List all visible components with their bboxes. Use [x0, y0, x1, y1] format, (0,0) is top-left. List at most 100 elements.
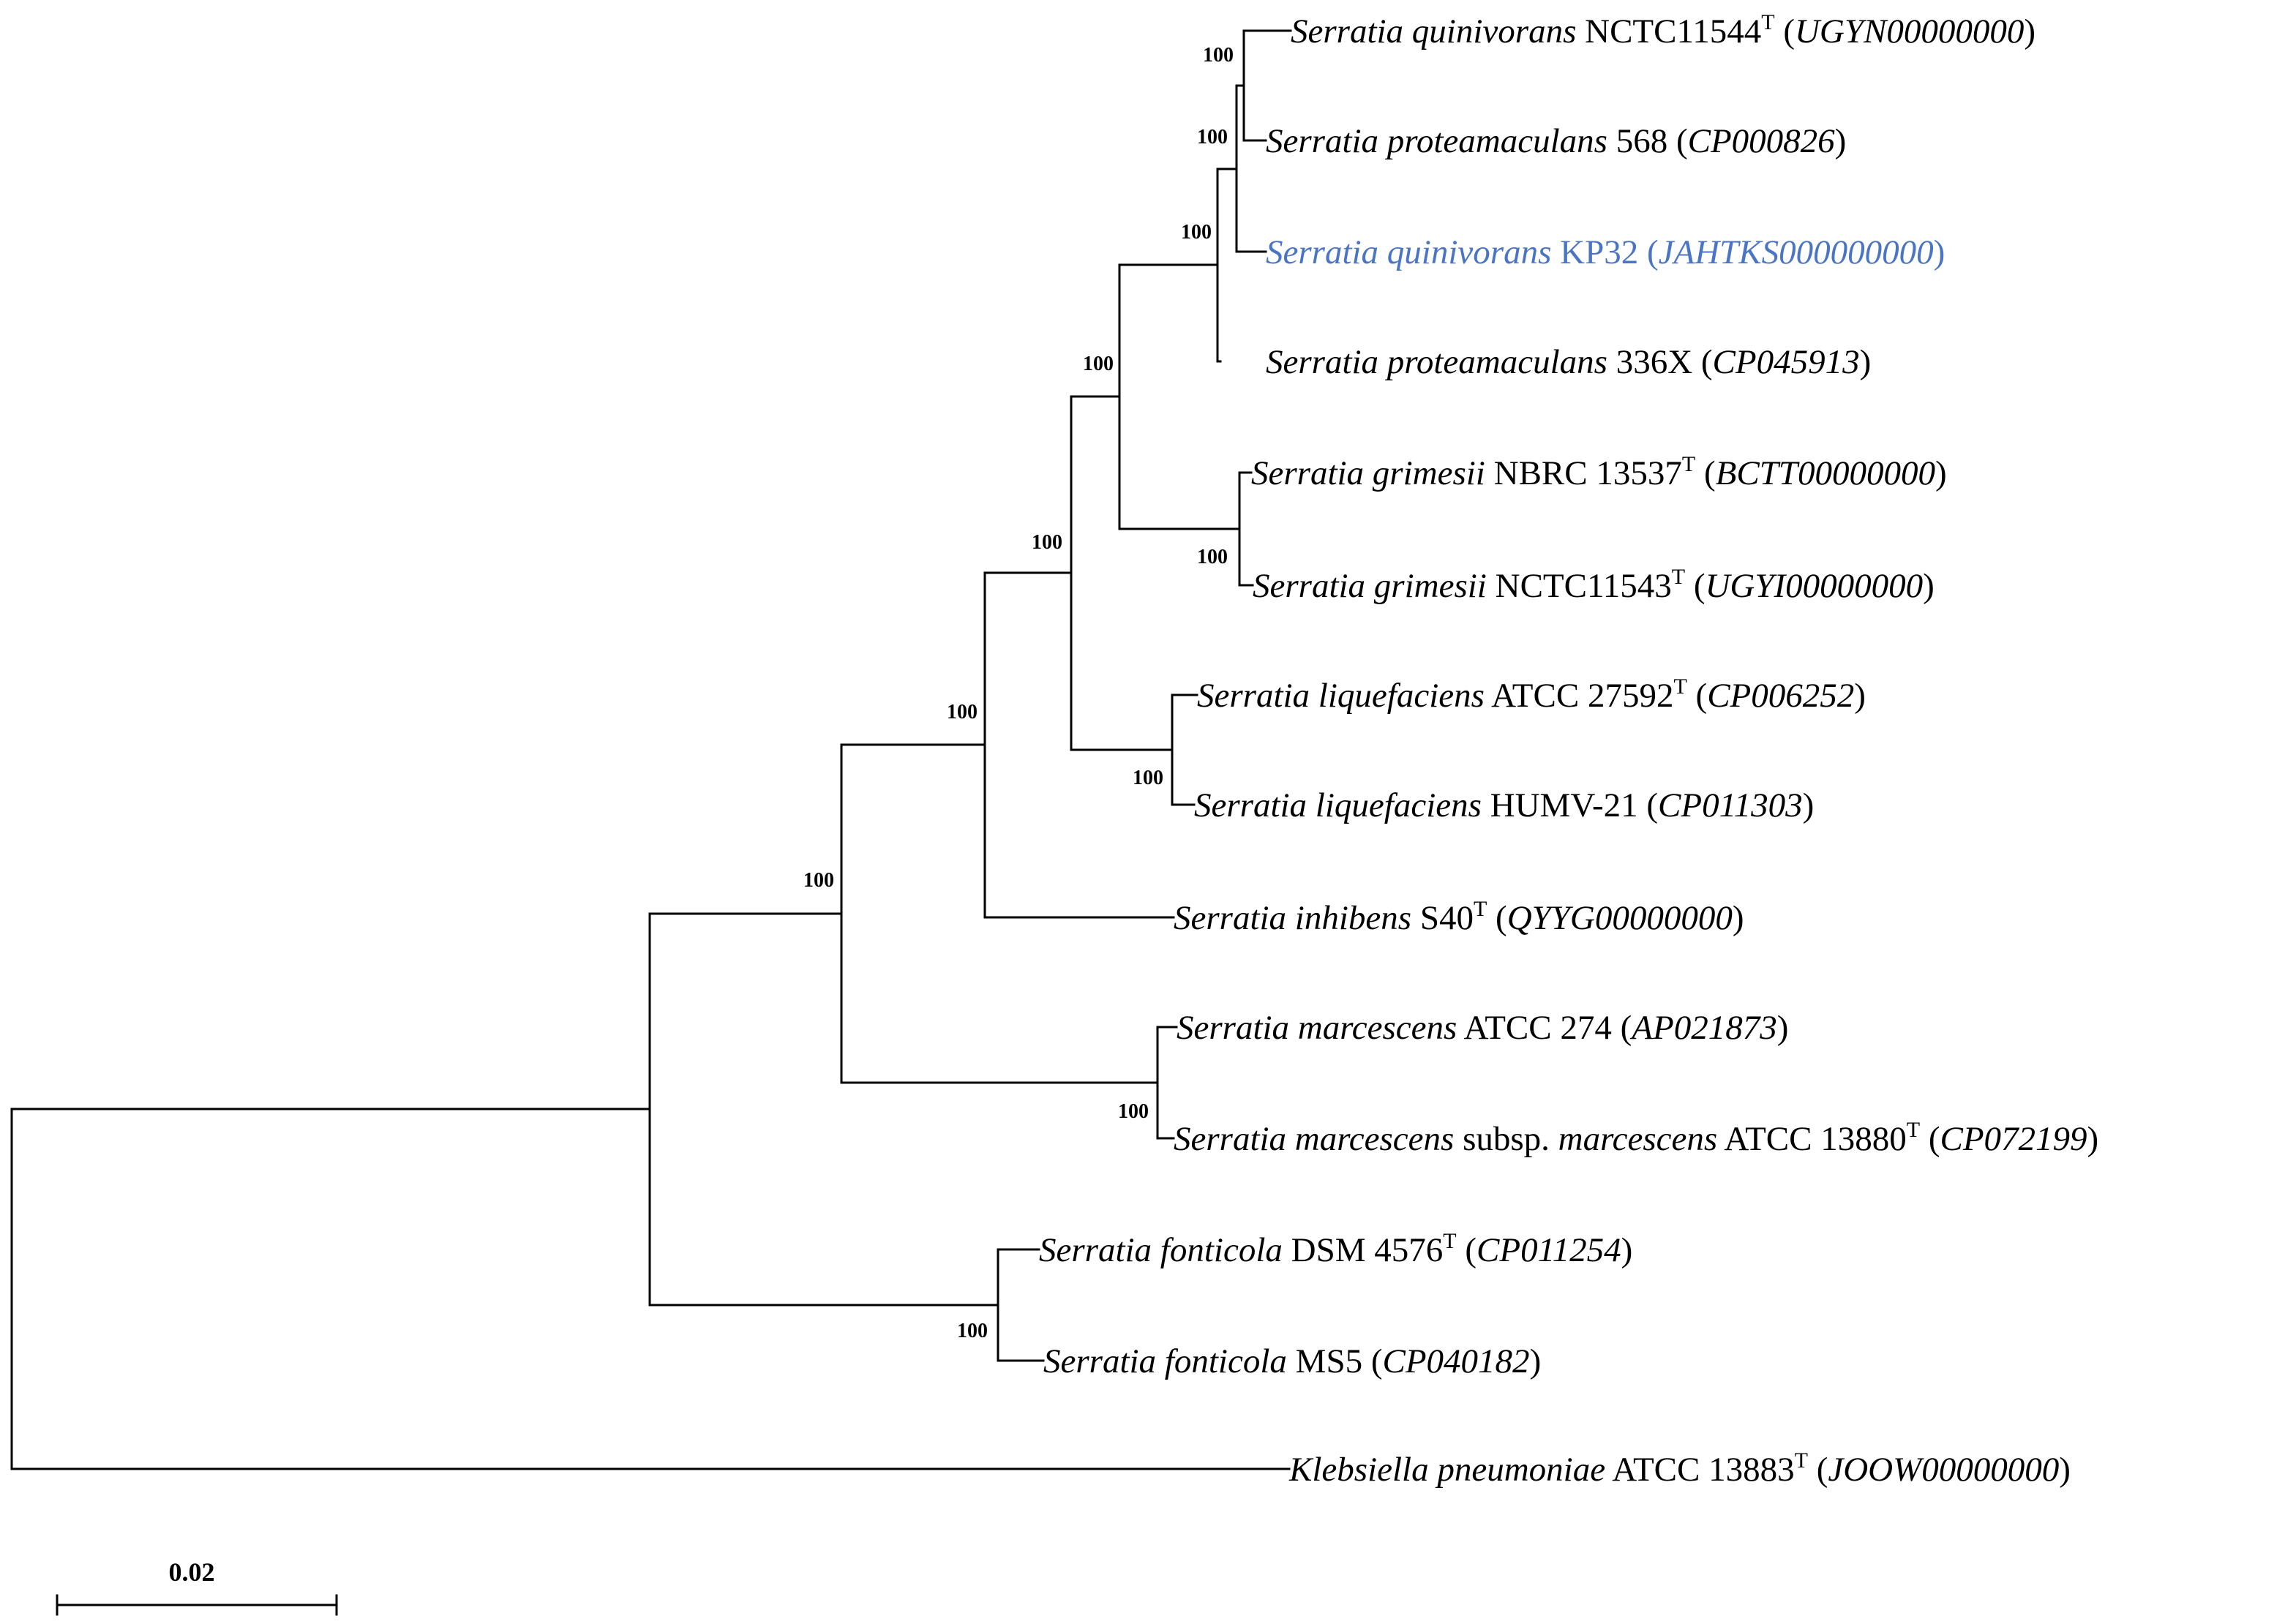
taxon-label-squ-nctc: Serratia quinivorans NCTC11544T (UGYN000…	[1291, 10, 2036, 50]
strain-id: 336X	[1607, 343, 1692, 381]
accession-close: )	[2087, 1120, 2099, 1158]
accession-number: CP011303	[1658, 786, 1803, 824]
taxon-name: Serratia marcescens	[1177, 1009, 1457, 1047]
taxon-name: Serratia grimesii	[1251, 454, 1485, 492]
accession-number: UGYN00000000	[1795, 12, 2024, 50]
taxon-label-spr-568: Serratia proteamaculans 568 (CP000826)	[1266, 122, 1846, 160]
bootstrap-value: 100	[947, 701, 978, 723]
type-strain-marker: T	[1443, 1229, 1456, 1253]
accession-number: CP072199	[1940, 1120, 2087, 1158]
accession-open: (	[1487, 899, 1507, 937]
taxon-label-sgr-nbrc: Serratia grimesii NBRC 13537T (BCTT00000…	[1251, 452, 1947, 492]
taxon-name: Serratia grimesii	[1253, 567, 1487, 605]
strain-id: KP32	[1551, 233, 1638, 271]
bootstrap-value: 100	[957, 1320, 988, 1342]
taxon-name: Klebsiella pneumoniae	[1288, 1451, 1605, 1489]
accession-number: CP000826	[1688, 122, 1836, 160]
strain-id: MS5	[1287, 1342, 1362, 1380]
strain-id: ATCC 27592	[1485, 677, 1674, 715]
type-strain-marker: T	[1761, 10, 1774, 34]
taxon-name: Serratia liquefaciens	[1197, 677, 1485, 715]
strain-id: ATCC 13883	[1605, 1451, 1795, 1489]
taxon-label-squ-kp32: Serratia quinivorans KP32 (JAHTKS0000000…	[1266, 233, 1945, 271]
strain-id: NCTC11544	[1576, 12, 1761, 50]
strain-id: ATCC 13880	[1717, 1120, 1907, 1158]
taxon-name: Serratia quinivorans	[1291, 12, 1576, 50]
taxon-label-sli-humv: Serratia liquefaciens HUMV-21 (CP011303)	[1194, 786, 1814, 824]
taxon-name: Serratia liquefaciens	[1194, 786, 1482, 824]
scale-bar-label: 0.02	[169, 1557, 215, 1587]
accession-open: (	[1612, 1009, 1632, 1047]
accession-close: )	[1835, 122, 1847, 160]
type-strain-marker: T	[1907, 1118, 1920, 1142]
type-strain-marker: T	[1673, 674, 1686, 699]
accession-number: JOOW00000000	[1828, 1451, 2059, 1489]
bootstrap-value: 100	[1197, 126, 1228, 149]
accession-close: )	[1923, 567, 1935, 605]
taxon-name: Serratia fonticola	[1043, 1342, 1287, 1380]
strain-id: DSM 4576	[1283, 1231, 1443, 1269]
accession-number: CP045913	[1713, 343, 1860, 381]
accession-close: )	[1803, 786, 1815, 824]
accession-close: )	[2024, 12, 2036, 50]
accession-number: CP006252	[1707, 677, 1854, 715]
accession-close: )	[1733, 899, 1744, 937]
accession-number: UGYI00000000	[1705, 567, 1923, 605]
taxon-label-kpn-atcc: Klebsiella pneumoniae ATCC 13883T (JOOW0…	[1288, 1448, 2071, 1489]
accession-number: BCTT00000000	[1716, 454, 1935, 492]
accession-close: )	[1935, 454, 1947, 492]
accession-number: JAHTKS000000000	[1659, 233, 1934, 271]
taxon-name: Serratia proteamaculans	[1266, 343, 1607, 381]
accession-open: (	[1808, 1451, 1828, 1489]
accession-open: (	[1685, 567, 1705, 605]
strain-id: S40	[1411, 899, 1474, 937]
taxon-label-sli-atcc: Serratia liquefaciens ATCC 27592T (CP006…	[1197, 674, 1866, 715]
strain-id: NCTC11543	[1487, 567, 1672, 605]
accession-number: CP040182	[1383, 1342, 1530, 1380]
taxon-label-sin-s40: Serratia inhibens S40T (QYYG00000000)	[1174, 897, 1744, 937]
bootstrap-value: 100	[1203, 44, 1234, 67]
accession-open: (	[1920, 1120, 1940, 1158]
accession-close: )	[1530, 1342, 1542, 1380]
accession-number: QYYG00000000	[1507, 899, 1733, 937]
strain-id: HUMV-21	[1482, 786, 1638, 824]
bootstrap-value: 100	[1197, 546, 1228, 568]
scale-bar: 0.02	[56, 1557, 338, 1616]
bootstrap-value: 100	[1083, 353, 1114, 375]
taxon-name: Serratia marcescens	[1174, 1120, 1454, 1158]
taxon-label-sgr-nctc: Serratia grimesii NCTC11543T (UGYI000000…	[1253, 565, 1935, 605]
accession-number: AP021873	[1629, 1009, 1776, 1047]
taxon-labels: Serratia quinivorans NCTC11544T (UGYN000…	[1039, 10, 2098, 1489]
subspecies-marker: subsp.	[1454, 1120, 1558, 1158]
accession-open: (	[1695, 454, 1715, 492]
strain-id: NBRC 13537	[1485, 454, 1682, 492]
taxon-name: Serratia fonticola	[1039, 1231, 1283, 1269]
accession-open: (	[1457, 1231, 1477, 1269]
bootstrap-value: 100	[803, 869, 834, 892]
accession-close: )	[2059, 1451, 2071, 1489]
type-strain-marker: T	[1474, 897, 1487, 921]
accession-close: )	[1621, 1231, 1633, 1269]
accession-open: (	[1638, 786, 1658, 824]
bootstrap-value: 100	[1181, 221, 1212, 244]
taxon-name: Serratia inhibens	[1174, 899, 1411, 937]
taxon-label-sma-274: Serratia marcescens ATCC 274 (AP021873)	[1177, 1009, 1788, 1047]
accession-close: )	[1934, 233, 1946, 271]
accession-open: (	[1687, 677, 1707, 715]
taxon-label-spr-336x: Serratia proteamaculans 336X (CP045913)	[1266, 343, 1871, 381]
accession-open: (	[1692, 343, 1712, 381]
taxon-name: Serratia proteamaculans	[1266, 122, 1607, 160]
subspecies-name: marcescens	[1558, 1120, 1718, 1158]
accession-close: )	[1854, 677, 1866, 715]
tree-branches	[10, 29, 1292, 1470]
bootstrap-value: 100	[1118, 1100, 1149, 1123]
strain-id: ATCC 274	[1457, 1009, 1612, 1047]
accession-open: (	[1667, 122, 1687, 160]
accession-number: CP011254	[1477, 1231, 1621, 1269]
accession-close: )	[1777, 1009, 1789, 1047]
type-strain-marker: T	[1672, 565, 1685, 589]
type-strain-marker: T	[1682, 452, 1695, 476]
taxon-name: Serratia quinivorans	[1266, 233, 1551, 271]
